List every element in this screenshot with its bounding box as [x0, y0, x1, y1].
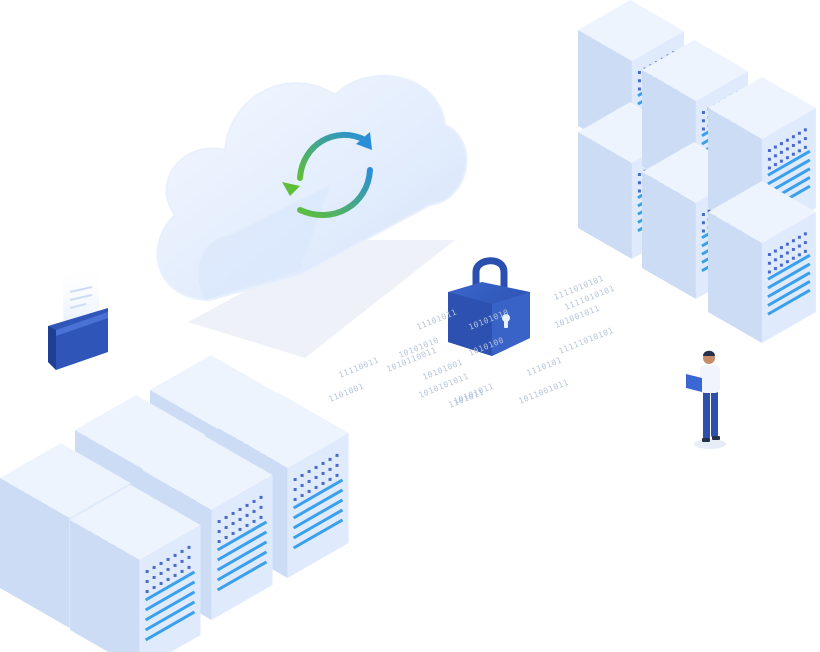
cloud-icon	[156, 74, 468, 302]
cloud-shadow	[188, 240, 455, 358]
server-rack	[708, 181, 816, 343]
binary-text: 1101001	[327, 382, 365, 404]
sync-icon	[282, 132, 373, 218]
server-rack	[70, 485, 201, 652]
binary-text: 1011001011	[517, 378, 570, 406]
binary-text: 11111010101	[557, 326, 615, 356]
person-figure	[686, 350, 726, 449]
binary-text: 11110011	[337, 356, 380, 380]
file-tray-icon	[48, 268, 108, 370]
padlock-icon	[448, 257, 530, 356]
binary-text: 1110101	[525, 356, 563, 378]
